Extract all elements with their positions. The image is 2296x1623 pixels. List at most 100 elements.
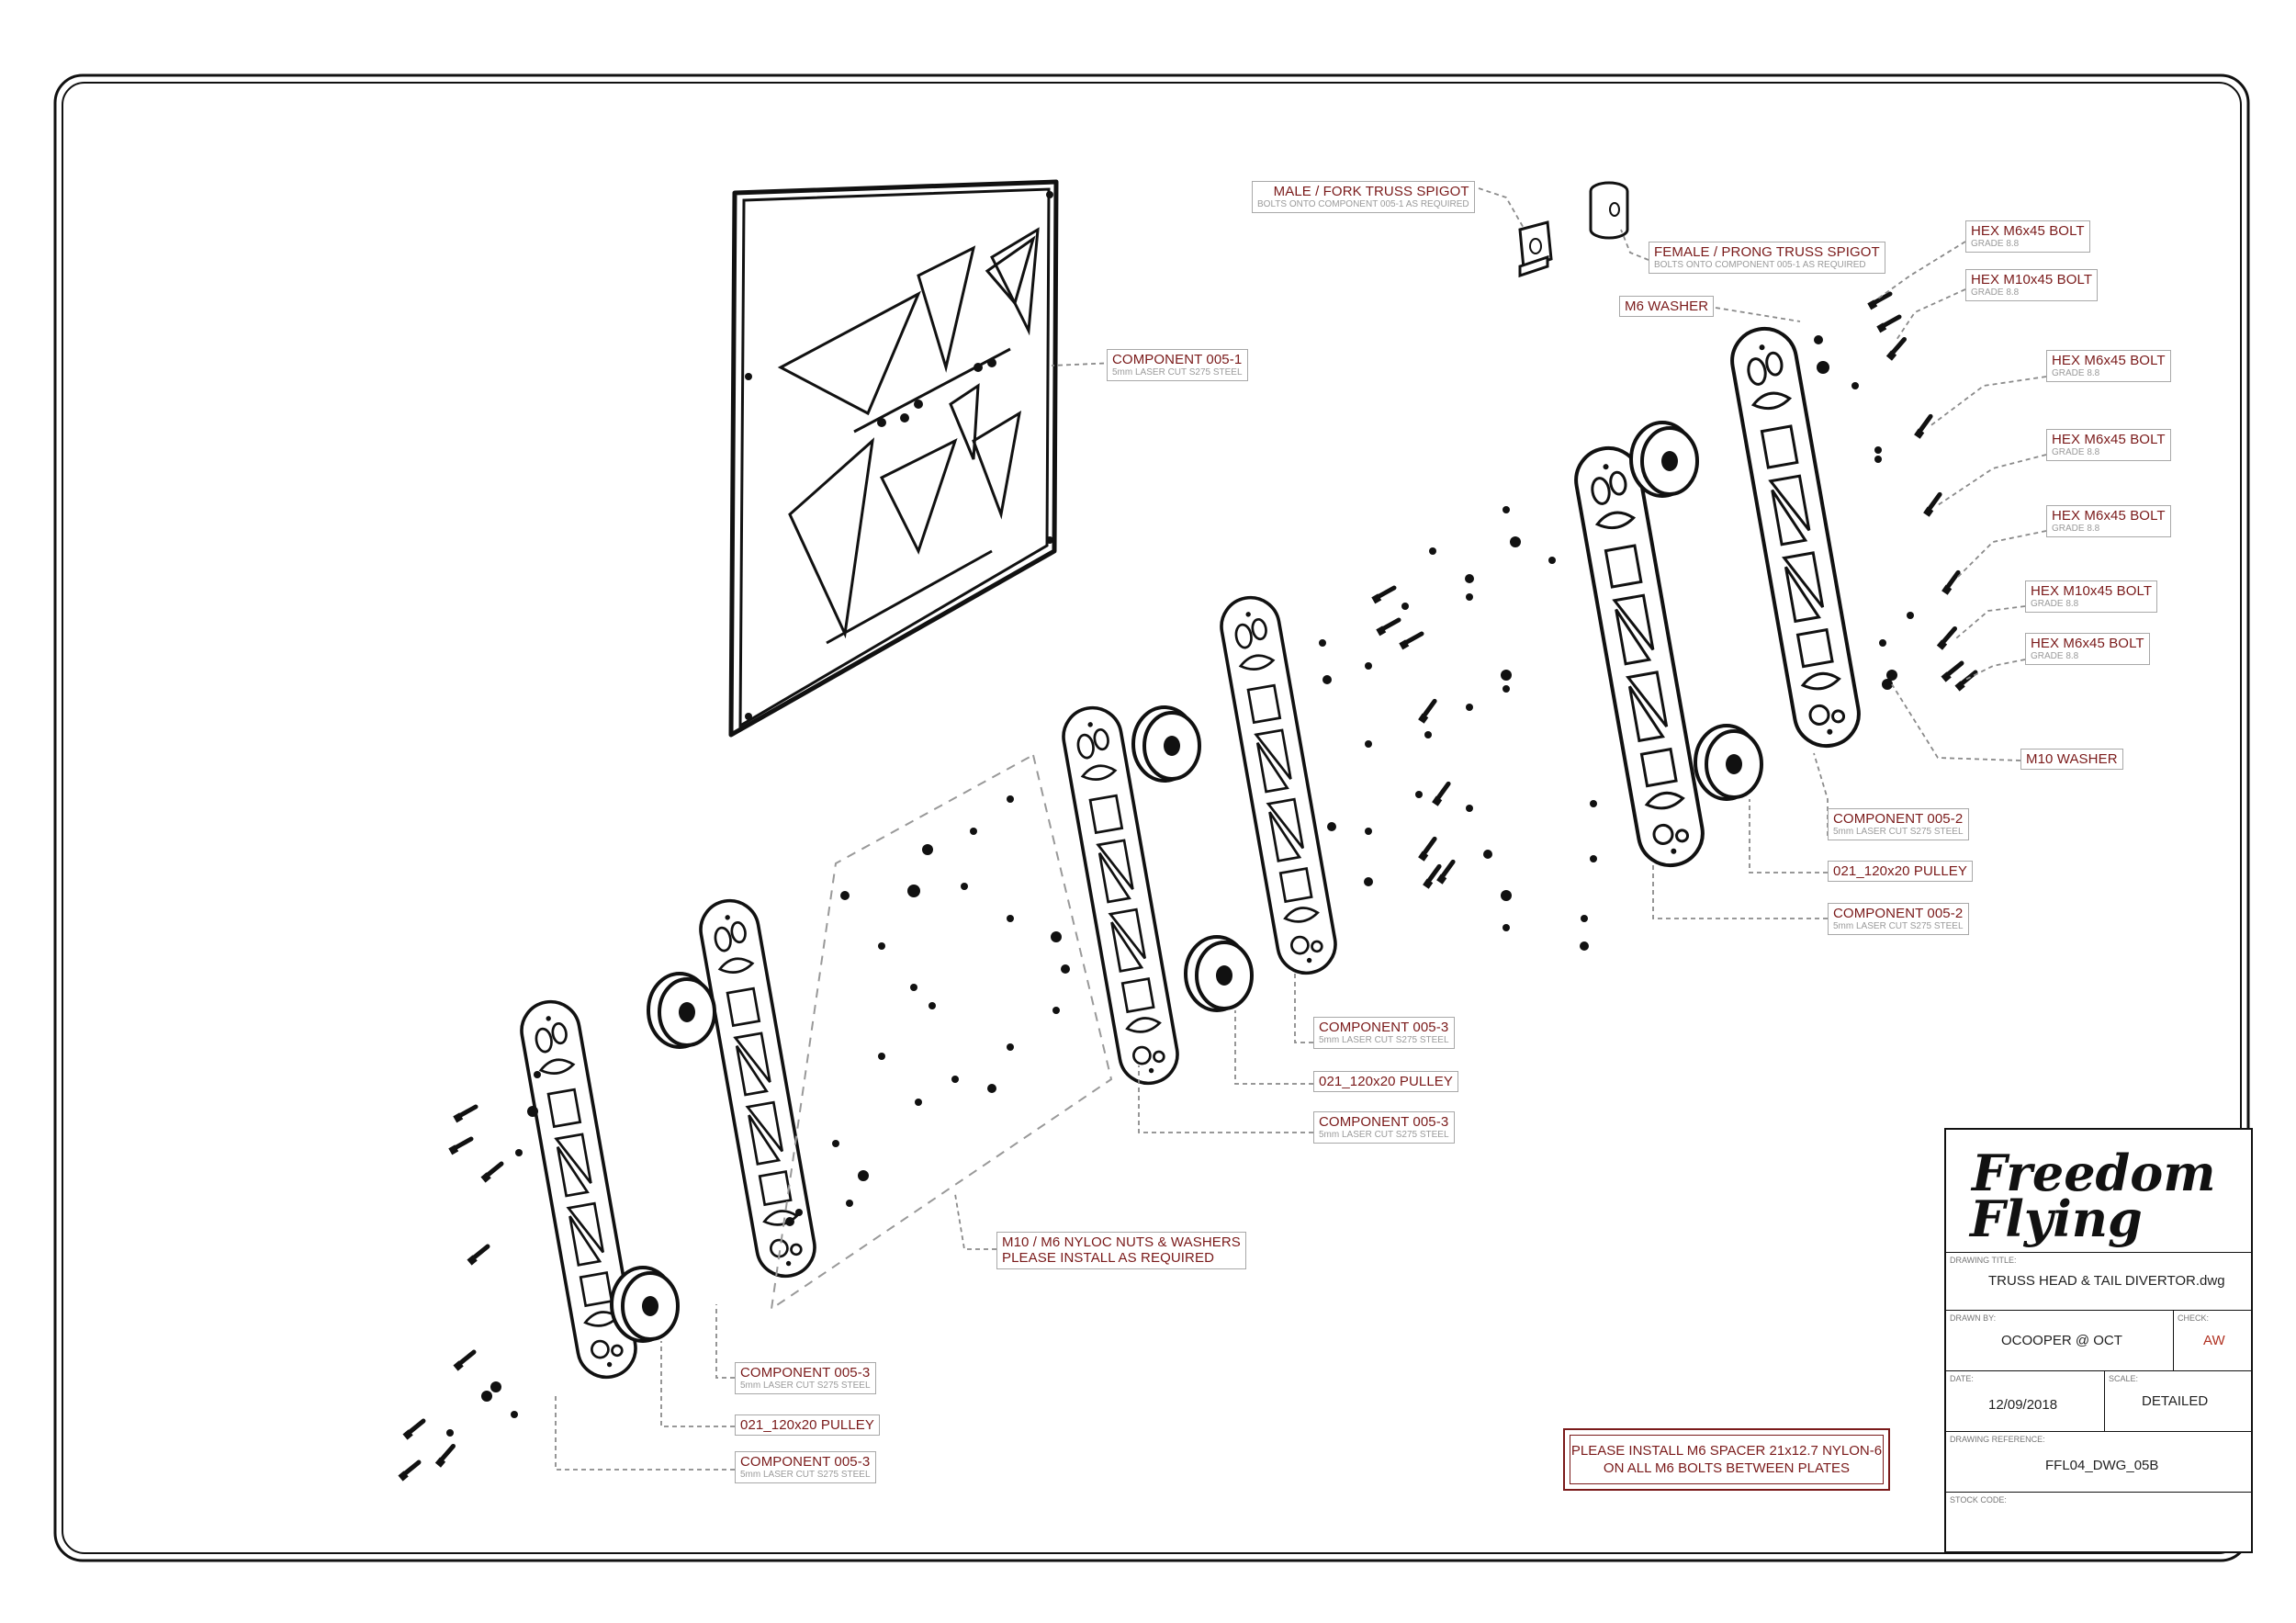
label-sub: GRADE 8.8 xyxy=(2031,651,2079,662)
label-sub: 5mm LASER CUT S275 STEEL xyxy=(1319,1035,1449,1046)
nuts-and-washers xyxy=(446,335,1914,1437)
date-caption: DATE: xyxy=(1950,1374,1974,1383)
label-component-005-3-b: COMPONENT 005-3 5mm LASER CUT S275 STEEL xyxy=(1313,1111,1455,1144)
drawing-reference-caption: DRAWING REFERENCE: xyxy=(1950,1435,2045,1444)
label-title: HEX M6x45 BOLT xyxy=(2031,636,2144,651)
label-pulley-mid: 021_120x20 PULLEY xyxy=(1313,1071,1458,1093)
label-bolt-1: HEX M6x45 BOLT GRADE 8.8 xyxy=(1965,220,2090,253)
sheet-border-outer xyxy=(53,73,2250,1562)
sheet-border-inner xyxy=(62,82,2242,1554)
label-component-005-1: COMPONENT 005-1 5mm LASER CUT S275 STEEL xyxy=(1107,349,1248,381)
label-title: COMPONENT 005-3 xyxy=(1319,1114,1449,1130)
label-sub: GRADE 8.8 xyxy=(2052,447,2100,458)
label-female-spigot: FEMALE / PRONG TRUSS SPIGOT BOLTS ONTO C… xyxy=(1649,242,1885,274)
component-005-1-plate xyxy=(728,179,1059,738)
label-pulley-left: 021_120x20 PULLEY xyxy=(735,1414,880,1437)
label-sub: 5mm LASER CUT S275 STEEL xyxy=(1319,1130,1449,1141)
label-bolt-7: HEX M6x45 BOLT GRADE 8.8 xyxy=(2025,633,2150,665)
pulley-left-bottom xyxy=(610,1266,680,1343)
label-title: 021_120x20 PULLEY xyxy=(1319,1074,1453,1089)
female-spigot-part xyxy=(1589,181,1629,240)
check-value: AW xyxy=(2203,1333,2225,1348)
pulley-right-bottom xyxy=(1694,724,1763,801)
label-component-005-2-a: COMPONENT 005-2 5mm LASER CUT S275 STEEL xyxy=(1828,808,1969,840)
label-nyloc-nuts: M10 / M6 NYLOC NUTS & WASHERS PLEASE INS… xyxy=(996,1232,1246,1269)
label-title: HEX M6x45 BOLT xyxy=(1971,223,2085,239)
note-line-2: ON ALL M6 BOLTS BETWEEN PLATES xyxy=(1603,1460,1851,1476)
scale-cell: SCALE: DETAILED xyxy=(2105,1370,2251,1432)
label-sub: GRADE 8.8 xyxy=(1971,287,2020,299)
label-sub: GRADE 8.8 xyxy=(1971,239,2020,250)
label-title: 021_120x20 PULLEY xyxy=(740,1417,874,1433)
stock-code-cell: STOCK CODE: xyxy=(1946,1492,2251,1552)
drawing-title-cell: DRAWING TITLE: TRUSS HEAD & TAIL DIVERTO… xyxy=(1946,1252,2251,1311)
label-sub: GRADE 8.8 xyxy=(2031,599,2079,610)
date-value: 12/09/2018 xyxy=(1988,1397,2058,1413)
label-line2: PLEASE INSTALL AS REQUIRED xyxy=(1002,1250,1215,1267)
nyloc-nut-plane xyxy=(770,753,1113,1312)
component-005-3-plate-mid-back xyxy=(1215,591,1342,980)
label-sub: 5mm LASER CUT S275 STEEL xyxy=(1833,827,1964,838)
label-component-005-3-d: COMPONENT 005-3 5mm LASER CUT S275 STEEL xyxy=(735,1451,876,1483)
label-sub: BOLTS ONTO COMPONENT 005-1 AS REQUIRED xyxy=(1257,199,1469,210)
stock-code-caption: STOCK CODE: xyxy=(1950,1495,2007,1505)
date-cell: DATE: 12/09/2018 xyxy=(1946,1370,2105,1432)
label-title: COMPONENT 005-3 xyxy=(740,1365,871,1381)
pulley-mid-top xyxy=(1131,705,1201,783)
label-sub: GRADE 8.8 xyxy=(2052,368,2100,379)
label-bolt-4: HEX M6x45 BOLT GRADE 8.8 xyxy=(2046,429,2171,461)
label-bolt-5: HEX M6x45 BOLT GRADE 8.8 xyxy=(2046,505,2171,537)
label-title: M6 WASHER xyxy=(1625,299,1709,314)
label-sub: 5mm LASER CUT S275 STEEL xyxy=(1833,921,1964,932)
label-title: MALE / FORK TRUSS SPIGOT xyxy=(1273,184,1469,199)
note-line-1: PLEASE INSTALL M6 SPACER 21x12.7 NYLON-6 xyxy=(1570,1442,1883,1459)
label-title: COMPONENT 005-3 xyxy=(1319,1020,1449,1035)
label-title: FEMALE / PRONG TRUSS SPIGOT xyxy=(1654,244,1880,260)
logo-line-2: Flying xyxy=(1968,1189,2143,1247)
label-bolt-3: HEX M6x45 BOLT GRADE 8.8 xyxy=(2046,350,2171,382)
label-title: 021_120x20 PULLEY xyxy=(1833,863,1967,879)
label-m10-washer: M10 WASHER xyxy=(2020,749,2123,771)
drawn-by-value: OCOOPER @ OCT xyxy=(2001,1333,2122,1348)
label-bolt-2: HEX M10x45 BOLT GRADE 8.8 xyxy=(1965,269,2099,301)
label-title: HEX M6x45 BOLT xyxy=(2052,353,2166,368)
male-spigot-part xyxy=(1518,220,1553,278)
label-title: HEX M6x45 BOLT xyxy=(2052,508,2166,524)
component-005-3-plate-left-back xyxy=(694,894,821,1283)
label-title: COMPONENT 005-2 xyxy=(1833,811,1964,827)
check-caption: CHECK: xyxy=(2178,1313,2210,1323)
label-title: M10 WASHER xyxy=(2026,751,2118,767)
label-title: COMPONENT 005-1 xyxy=(1112,352,1243,367)
component-005-2-plate-back xyxy=(1725,321,1866,753)
scale-caption: SCALE: xyxy=(2109,1374,2139,1383)
label-title: COMPONENT 005-3 xyxy=(740,1454,871,1470)
label-component-005-2-b: COMPONENT 005-2 5mm LASER CUT S275 STEEL xyxy=(1828,903,1969,935)
label-title: COMPONENT 005-2 xyxy=(1833,906,1964,921)
pulley-right-top xyxy=(1629,421,1699,498)
freedom-flying-logo: Freedom Flying xyxy=(1968,1144,2215,1247)
label-component-005-3-a: COMPONENT 005-3 5mm LASER CUT S275 STEEL xyxy=(1313,1017,1455,1049)
label-bolt-6: HEX M10x45 BOLT GRADE 8.8 xyxy=(2025,580,2158,613)
label-sub: 5mm LASER CUT S275 STEEL xyxy=(740,1381,871,1392)
label-pulley-right: 021_120x20 PULLEY xyxy=(1828,861,1973,883)
check-cell: CHECK: AW xyxy=(2174,1310,2251,1371)
label-title: HEX M6x45 BOLT xyxy=(2052,432,2166,447)
logo-line-1: Freedom xyxy=(1970,1144,2215,1202)
drawing-reference-value: FFL04_DWG_05B xyxy=(2045,1458,2159,1473)
label-sub: 5mm LASER CUT S275 STEEL xyxy=(740,1470,871,1481)
label-sub: GRADE 8.8 xyxy=(2052,524,2100,535)
installation-note: PLEASE INSTALL M6 SPACER 21x12.7 NYLON-6… xyxy=(1563,1428,1890,1491)
drawing-title-value: TRUSS HEAD & TAIL DIVERTOR.dwg xyxy=(1988,1273,2225,1289)
scale-value: DETAILED xyxy=(2142,1393,2209,1409)
drawn-by-cell: DRAWN BY: OCOOPER @ OCT xyxy=(1946,1310,2174,1371)
label-title: HEX M10x45 BOLT xyxy=(1971,272,2093,287)
pulley-left-top xyxy=(647,972,716,1049)
label-male-spigot: MALE / FORK TRUSS SPIGOT BOLTS ONTO COMP… xyxy=(1252,181,1475,213)
pulley-mid-bottom xyxy=(1184,935,1254,1012)
drawing-reference-cell: DRAWING REFERENCE: FFL04_DWG_05B xyxy=(1946,1431,2251,1493)
drawn-by-caption: DRAWN BY: xyxy=(1950,1313,1997,1323)
title-block: Freedom Flying DRAWING TITLE: TRUSS HEAD… xyxy=(1944,1128,2253,1553)
label-line1: M10 / M6 NYLOC NUTS & WASHERS xyxy=(1002,1234,1241,1250)
label-component-005-3-c: COMPONENT 005-3 5mm LASER CUT S275 STEEL xyxy=(735,1362,876,1394)
